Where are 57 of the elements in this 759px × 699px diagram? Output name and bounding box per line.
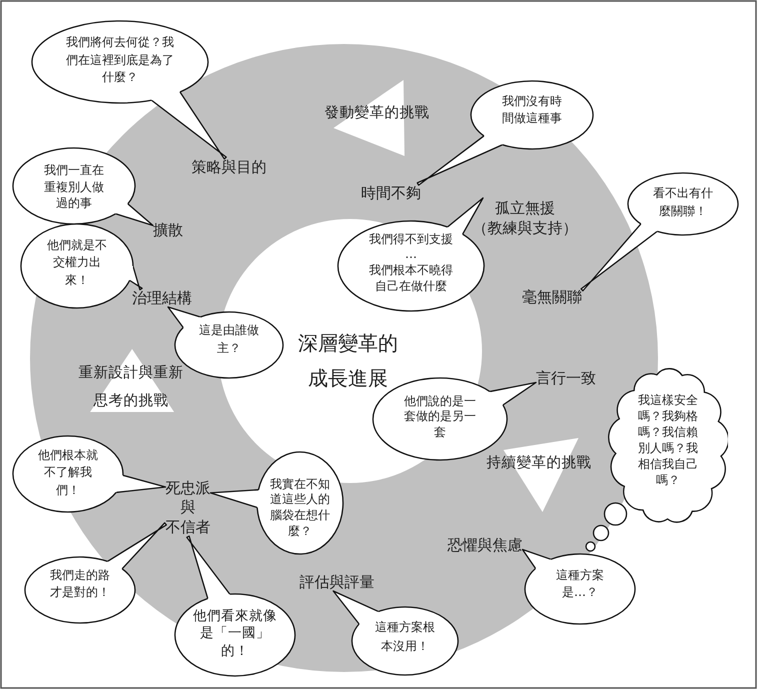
topic-label: 治理結構 (132, 289, 192, 307)
bubble-tail (446, 197, 484, 235)
topic-label: 毫無關聯 (522, 288, 582, 306)
bubble-text: 我們得不到支援 (369, 232, 453, 248)
speech-bubble (626, 171, 740, 237)
bubble-text: 這種方案是…？ (555, 567, 605, 601)
direction-triangle (486, 438, 592, 512)
bubble-tail (106, 522, 167, 570)
bubble-text: 我們一直在重複別人做過的事 (43, 162, 105, 212)
speech-bubble (11, 434, 125, 514)
bubble-text: 我們走的路才是對的！ (49, 567, 111, 601)
speech-bubble (11, 146, 137, 226)
speech-bubble (350, 605, 460, 677)
topic-label: 策略與目的 (192, 158, 266, 176)
bubble-text: 這是由誰做主？ (198, 322, 260, 357)
bubble-text: 我們沒有時間做這種事 (501, 93, 563, 127)
bubble-tail (489, 382, 537, 406)
bubble-tail (114, 203, 154, 226)
bubble-text: 他們就是不交權力出來！ (46, 236, 108, 289)
topic-label: 與 (180, 498, 196, 518)
bubble-text: 他們看來就像是「一國」的！ (192, 608, 278, 660)
topic-label: 死忠派 (166, 478, 210, 498)
bubble-tail (150, 91, 227, 160)
bubble-tail (115, 474, 166, 494)
bubble-tail (580, 223, 658, 292)
center-title: 深層變革的成長進展 (297, 330, 399, 392)
bubble-text: 這種方案根本沒用！ (374, 619, 436, 655)
speech-bubble (469, 79, 595, 151)
topic-label: 孤立無援 (495, 198, 555, 218)
bubble-tail (210, 489, 260, 508)
speech-bubble (255, 450, 345, 556)
topic-label: 言行一致 (536, 369, 596, 387)
bubble-text: 我這樣安全嗎？我夠格嗎？我信賴別人嗎？我相信我自己嗎？ (637, 392, 699, 488)
topic-label: 擴散 (153, 221, 183, 239)
challenge-label: 發動變革的挑戰 (324, 104, 430, 122)
bubble-text: 他們說的是一套做的是另一套 (403, 394, 477, 440)
bubble-text: 看不出有什麼關聯！ (652, 185, 714, 220)
bubble-tail (128, 265, 143, 290)
bubble-tail (186, 536, 230, 600)
challenge-label: 重新設計與重新思考的挑戰 (78, 364, 184, 411)
bubble-text: 我們將何去何從？我們在這裡到底是為了什麼？ (65, 34, 175, 86)
direction-triangle (324, 80, 430, 156)
topic-label: （教練與支持） (472, 218, 578, 238)
bubble-text: … (405, 247, 417, 263)
challenge-label: 持續變革的挑戰 (486, 454, 592, 472)
speech-bubble (336, 219, 486, 313)
bubble-text: 他們根本就不了解我們！ (37, 446, 99, 499)
topic-label: 時間不夠 (361, 184, 421, 202)
topic-label: 評估與評量 (300, 573, 374, 591)
bubble-text: 我實在不知道這些人的腦袋在想什麼？ (269, 476, 331, 540)
speech-bubble (523, 552, 637, 626)
bubble-tail (416, 135, 504, 186)
topic-label: 不信者 (166, 517, 210, 537)
bubble-tail (332, 590, 380, 625)
speech-bubble (23, 555, 137, 625)
topic-label: 恐懼與焦慮 (448, 536, 522, 554)
bubble-text: 我們根本不曉得自己在做什麼 (368, 263, 454, 294)
